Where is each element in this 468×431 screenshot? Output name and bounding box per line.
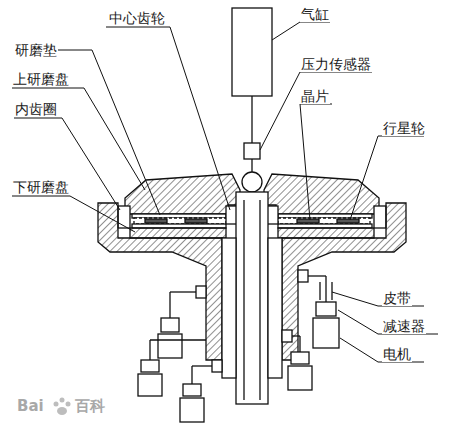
- part-label: 压力传感器: [300, 56, 372, 72]
- drive-left-side: [138, 340, 206, 396]
- part-label: 内齿圈: [14, 101, 58, 117]
- part-label: 皮带: [382, 290, 412, 306]
- part-label: 研磨垫: [14, 42, 58, 58]
- ball: [242, 172, 262, 192]
- housing: [282, 203, 406, 360]
- drive-right-belt: [298, 270, 339, 348]
- watermark-logo: [54, 398, 71, 416]
- pressure-sensor: [244, 143, 260, 159]
- lower-disc: [278, 228, 374, 238]
- part-label: 减速器: [382, 318, 426, 334]
- watermark: 百科: [74, 398, 106, 414]
- housing: [98, 203, 222, 360]
- watermark: Bai: [16, 398, 45, 414]
- cylinder: [232, 8, 272, 96]
- upper-disc: [125, 174, 240, 214]
- upper-disc: [264, 174, 379, 214]
- part-label: 晶片: [300, 88, 330, 104]
- drive-right-lower: [282, 330, 312, 390]
- part-label: 上研磨盘: [12, 71, 70, 87]
- part-label: 下研磨盘: [12, 179, 70, 195]
- lower-disc: [130, 228, 226, 238]
- drive-left-upper: [158, 286, 206, 358]
- part-label: 行星轮: [382, 120, 426, 136]
- planet-gear: [278, 218, 370, 224]
- drive-left-lower: [180, 360, 222, 422]
- part-label: 中心齿轮: [108, 10, 166, 26]
- planet-gear: [134, 218, 226, 224]
- shaft: [236, 192, 268, 404]
- inner-ring: [374, 206, 386, 228]
- part-label: 电机: [382, 346, 412, 362]
- leader-lines: [12, 22, 438, 362]
- part-label: 气缸: [300, 6, 330, 22]
- machine-drawing: [98, 8, 406, 422]
